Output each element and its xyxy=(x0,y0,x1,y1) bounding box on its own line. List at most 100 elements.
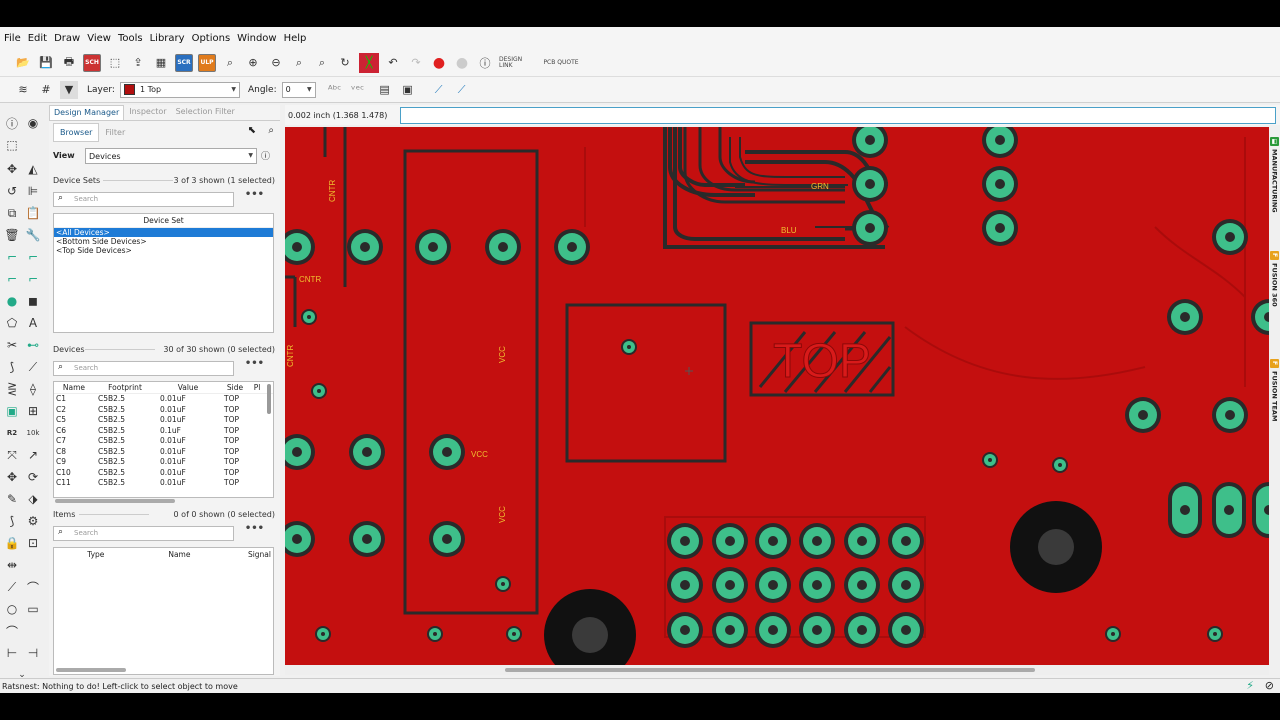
change-icon[interactable]: ↗ xyxy=(27,448,39,462)
delete-icon[interactable]: 🗑 xyxy=(4,228,20,242)
cam-icon[interactable]: ⬚ xyxy=(109,56,121,69)
text-vector-icon[interactable]: ᵛᵉᶜ xyxy=(351,83,365,96)
replace-icon[interactable]: ✥ xyxy=(6,470,18,484)
zoom-selection-icon[interactable]: ⌕ xyxy=(295,55,303,69)
menu-draw[interactable]: Draw xyxy=(54,32,81,44)
mirror-icon[interactable]: ◭ xyxy=(28,162,38,176)
tag-icon[interactable]: ⬗ xyxy=(28,492,38,506)
undo-icon[interactable]: ↶ xyxy=(388,56,398,69)
ripup-icon[interactable]: ⌐ xyxy=(6,272,18,286)
more-icon[interactable]: ••• xyxy=(244,523,264,534)
schematic-icon[interactable]: SCH xyxy=(83,53,101,72)
scrollbar-thumb[interactable] xyxy=(505,668,1035,672)
meander-icon[interactable]: ⌐ xyxy=(27,272,39,286)
rect-icon[interactable]: ▭ xyxy=(27,602,39,616)
export-icon[interactable]: ⇪ xyxy=(133,56,143,69)
lock-icon[interactable]: ⟳ xyxy=(27,470,39,484)
help-circle-icon[interactable]: ⓘ xyxy=(261,152,271,162)
zoom-in-icon[interactable]: ⊕ xyxy=(248,56,258,69)
lightning-icon[interactable]: ⚡ xyxy=(1246,679,1254,692)
text-tool-icon[interactable]: A xyxy=(28,316,38,330)
layer-select[interactable]: 1 Top ▼ xyxy=(119,81,240,98)
route-multi-icon[interactable]: ⌐ xyxy=(27,250,39,264)
menu-tools[interactable]: Tools xyxy=(117,32,143,44)
redraw-icon[interactable]: ↻ xyxy=(340,56,350,69)
hscrollbar-thumb[interactable] xyxy=(56,668,126,672)
column-place[interactable]: Pl xyxy=(253,383,261,392)
filter-icon[interactable]: ▼ xyxy=(60,80,78,99)
stop-icon[interactable]: ● xyxy=(432,54,446,71)
scrollbar-thumb[interactable] xyxy=(267,384,271,414)
board-canvas[interactable]: TOP GRN BLU CNTR VCC CNTR CNTR VCC VCC xyxy=(285,127,1269,665)
design-link-button[interactable]: DESIGN LINK xyxy=(499,55,523,69)
dimension-icon[interactable]: ⟠ xyxy=(30,382,36,396)
expand-icon[interactable]: ⌄ xyxy=(18,670,26,680)
column-footprint[interactable]: Footprint xyxy=(108,383,142,392)
zoom-area-icon[interactable]: ⌕ xyxy=(318,55,326,69)
menu-help[interactable]: Help xyxy=(283,32,307,44)
split-icon[interactable]: ✂ xyxy=(6,338,18,352)
pcb-quote-button[interactable]: PCB QUOTE xyxy=(543,58,579,66)
pinswap-icon[interactable]: ⇹ xyxy=(6,558,18,572)
list-item[interactable]: <All Devices> xyxy=(54,228,273,237)
tab-manufacturing[interactable]: ◧ MANUFACTURING xyxy=(1269,137,1280,213)
copy-icon[interactable]: ⧉ xyxy=(7,205,17,220)
paint-icon[interactable]: ✎ xyxy=(6,492,18,506)
ratsnest-icon[interactable]: ⋛ xyxy=(6,382,18,396)
align-icon[interactable]: ▤ xyxy=(379,83,390,96)
layers-icon[interactable]: ≋ xyxy=(18,83,28,96)
devices-search[interactable]: Search xyxy=(53,361,234,376)
script-icon[interactable]: SCR xyxy=(175,53,193,72)
snap-off-icon[interactable]: ⟋ xyxy=(457,82,466,96)
tab-filter[interactable]: Filter xyxy=(105,127,126,137)
dimension-line-icon[interactable]: ⊢ xyxy=(6,646,18,660)
board-drawing[interactable]: TOP GRN BLU CNTR VCC CNTR CNTR VCC VCC xyxy=(285,127,1269,665)
tab-design-manager[interactable]: Design Manager xyxy=(49,105,125,120)
help-icon[interactable]: ⓘ xyxy=(479,56,491,70)
mark-icon[interactable]: ⬚ xyxy=(6,138,18,152)
column-signal[interactable]: Signal xyxy=(247,550,271,559)
wrench-icon[interactable]: 🔧 xyxy=(25,228,41,242)
column-name[interactable]: Name xyxy=(168,550,191,559)
more-icon[interactable]: ••• xyxy=(244,189,264,200)
align-tool-icon[interactable]: ⊫ xyxy=(27,184,39,198)
r2-icon[interactable]: R2 xyxy=(6,429,18,437)
group-move-icon[interactable]: ▣ xyxy=(6,404,18,418)
drc-icon[interactable]: ╳ xyxy=(359,52,379,73)
measure-icon[interactable]: ⊣ xyxy=(27,646,39,660)
value-icon[interactable]: 10k xyxy=(26,429,40,437)
stop-command-icon[interactable]: ⊘ xyxy=(1264,679,1274,692)
ic-icon[interactable]: ⊞ xyxy=(27,404,39,418)
line-icon[interactable]: ⟋ xyxy=(28,359,38,374)
rotate-icon[interactable]: ↺ xyxy=(6,184,18,198)
column-type[interactable]: Type xyxy=(87,550,105,559)
more-icon[interactable]: ••• xyxy=(244,358,264,369)
save-icon[interactable]: 💾 xyxy=(39,56,53,69)
group-icon[interactable]: ▣ xyxy=(402,83,413,96)
print-icon[interactable]: 🖶 xyxy=(63,55,75,68)
menu-view[interactable]: View xyxy=(87,32,111,44)
padlock-icon[interactable]: 🔒 xyxy=(4,536,20,550)
board-icon[interactable]: ▦ xyxy=(155,56,167,69)
tab-browser[interactable]: Browser xyxy=(53,122,100,142)
arc-icon[interactable]: ⌒ xyxy=(26,580,39,595)
list-item[interactable]: <Top Side Devices> xyxy=(56,246,132,255)
angle-select[interactable]: 0 ▼ xyxy=(281,81,316,98)
zoom-icon[interactable]: ⌕ xyxy=(268,125,274,136)
menu-library[interactable]: Library xyxy=(149,32,185,44)
select-icon[interactable]: ⬉ xyxy=(247,125,256,136)
grid-icon[interactable]: # xyxy=(41,83,51,96)
redo-icon[interactable]: ↷ xyxy=(411,56,421,69)
route-diff-icon[interactable]: ⟆ xyxy=(9,514,15,528)
wire-icon[interactable]: ⟋ xyxy=(7,579,17,594)
move-icon[interactable]: ✥ xyxy=(6,162,18,176)
menu-options[interactable]: Options xyxy=(191,32,231,44)
zoom-fit-icon[interactable]: ⌕ xyxy=(226,55,234,69)
info-icon[interactable]: ⓘ xyxy=(5,116,18,131)
